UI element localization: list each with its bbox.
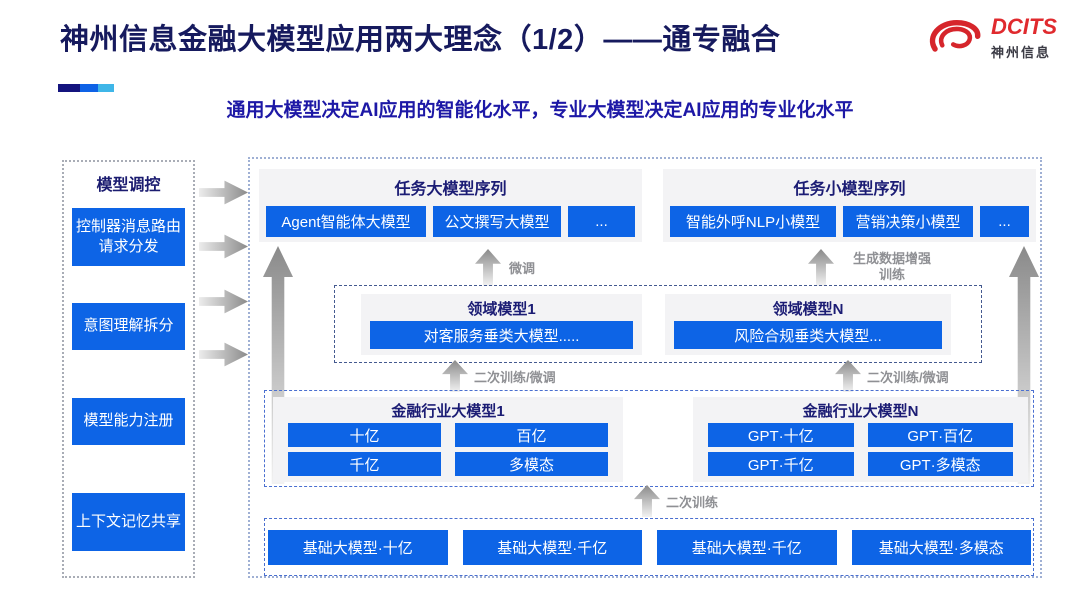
model-box-document-writing: 公文撰写大模型 bbox=[433, 206, 561, 237]
model-box-agent-large: Agent智能体大模型 bbox=[266, 206, 426, 237]
title-accent-bar bbox=[58, 84, 114, 92]
model-control-panel: 模型调控 控制器消息路由请求分发 意图理解拆分 模型能力注册 上下文记忆共享 bbox=[62, 160, 195, 578]
sidebar-item-context-share: 上下文记忆共享 bbox=[72, 493, 185, 551]
model-box-risk-compliance-vertical: 风险合规垂类大模型... bbox=[674, 321, 942, 349]
slide-subtitle: 通用大模型决定AI应用的智能化水平，专业大模型决定AI应用的专业化水平 bbox=[226, 100, 854, 121]
model-box-multimodal: 多模态 bbox=[455, 452, 608, 476]
sidebar-item-capability-register: 模型能力注册 bbox=[72, 398, 185, 445]
domain-model-n-title: 领域模型N bbox=[772, 301, 844, 318]
model-box-base-100b-2: 基础大模型·千亿 bbox=[657, 530, 837, 565]
flow-arrow-right-icon bbox=[199, 180, 248, 205]
task-small-model-group: 任务小模型序列 智能外呼NLP小模型 营销决策小模型 ... bbox=[663, 169, 1036, 242]
task-large-model-group: 任务大模型序列 Agent智能体大模型 公文撰写大模型 ... bbox=[259, 169, 642, 242]
domain-model-1-title: 领域模型1 bbox=[467, 301, 536, 318]
page-title: 神州信息金融大模型应用两大理念（1/2）——通专融合 bbox=[60, 24, 781, 56]
industry-models-box: 金融行业大模型1 十亿 百亿 千亿 多模态 金融行业大模型N GPT·十亿 GP… bbox=[264, 390, 1034, 487]
industry-model-n-title: 金融行业大模型N bbox=[802, 403, 919, 420]
sidebar-item-controller-routing: 控制器消息路由请求分发 bbox=[72, 208, 185, 266]
industry-model-1-group: 金融行业大模型1 十亿 百亿 千亿 多模态 bbox=[273, 397, 623, 482]
model-box-gpt-multimodal: GPT·多模态 bbox=[867, 452, 1013, 476]
industry-model-1-title: 金融行业大模型1 bbox=[391, 403, 505, 420]
logo-brand-chinese: 神州信息 bbox=[991, 45, 1052, 60]
model-box-customer-service-vertical: 对客服务垂类大模型..... bbox=[370, 321, 633, 349]
model-box-100b: 千亿 bbox=[288, 452, 441, 476]
flow-arrow-right-icon bbox=[199, 342, 248, 367]
label-retrain: 二次训练 bbox=[666, 495, 719, 510]
label-retrain-finetune-right: 二次训练/微调 bbox=[867, 370, 949, 385]
model-box-10b: 百亿 bbox=[455, 423, 608, 447]
model-box-1b: 十亿 bbox=[288, 423, 441, 447]
model-stack-container: 任务大模型序列 Agent智能体大模型 公文撰写大模型 ... 任务小模型序列 … bbox=[248, 157, 1042, 578]
model-control-title: 模型调控 bbox=[96, 177, 161, 194]
model-box-gpt-100b: GPT·千亿 bbox=[708, 452, 854, 476]
flow-arrow-right-icon bbox=[199, 289, 248, 314]
accent-bar-segment bbox=[80, 84, 98, 92]
model-box-outbound-nlp: 智能外呼NLP小模型 bbox=[670, 206, 836, 237]
flow-arrow-up-icon bbox=[442, 360, 468, 392]
model-box-base-100b: 基础大模型·千亿 bbox=[462, 530, 642, 565]
industry-model-n-group: 金融行业大模型N GPT·十亿 GPT·百亿 GPT·千亿 GPT·多模态 bbox=[693, 397, 1028, 482]
model-box-ellipsis: ... bbox=[568, 206, 635, 237]
label-generated-data-training: 生成数据增强 训练 bbox=[852, 251, 931, 282]
label-retrain-finetune-left: 二次训练/微调 bbox=[474, 370, 556, 385]
flow-arrow-up-icon bbox=[475, 249, 501, 286]
model-box-base-multimodal: 基础大模型·多模态 bbox=[851, 530, 1031, 565]
model-box-gpt-10b: GPT·百亿 bbox=[867, 423, 1013, 447]
logo-brand-text: DCITS bbox=[991, 14, 1057, 39]
domain-models-box: 领域模型1 对客服务垂类大模型..... 领域模型N 风险合规垂类大模型... bbox=[334, 285, 982, 363]
base-models-box: 基础大模型·十亿 基础大模型·千亿 基础大模型·千亿 基础大模型·多模态 bbox=[264, 518, 1034, 576]
dcits-logo: DCITS 神州信息 bbox=[926, 16, 1057, 61]
model-box-marketing-decision: 营销决策小模型 bbox=[843, 206, 973, 237]
domain-model-1-group: 领域模型1 对客服务垂类大模型..... bbox=[361, 294, 642, 355]
task-large-model-title: 任务大模型序列 bbox=[394, 181, 507, 198]
accent-bar-segment bbox=[98, 84, 114, 92]
model-box-base-1b: 基础大模型·十亿 bbox=[268, 530, 448, 565]
flow-arrow-right-icon bbox=[199, 234, 248, 259]
flow-arrow-up-icon bbox=[634, 485, 660, 517]
task-small-model-title: 任务小模型序列 bbox=[793, 181, 906, 198]
domain-model-n-group: 领域模型N 风险合规垂类大模型... bbox=[665, 294, 951, 355]
accent-bar-segment bbox=[58, 84, 80, 92]
flow-arrow-up-icon bbox=[808, 249, 834, 286]
model-box-gpt-1b: GPT·十亿 bbox=[708, 423, 854, 447]
label-finetune: 微调 bbox=[509, 261, 536, 276]
model-box-ellipsis: ... bbox=[980, 206, 1029, 237]
sidebar-item-intent-split: 意图理解拆分 bbox=[72, 303, 185, 350]
dcits-swirl-icon bbox=[929, 19, 981, 52]
flow-arrow-up-icon bbox=[835, 360, 861, 392]
